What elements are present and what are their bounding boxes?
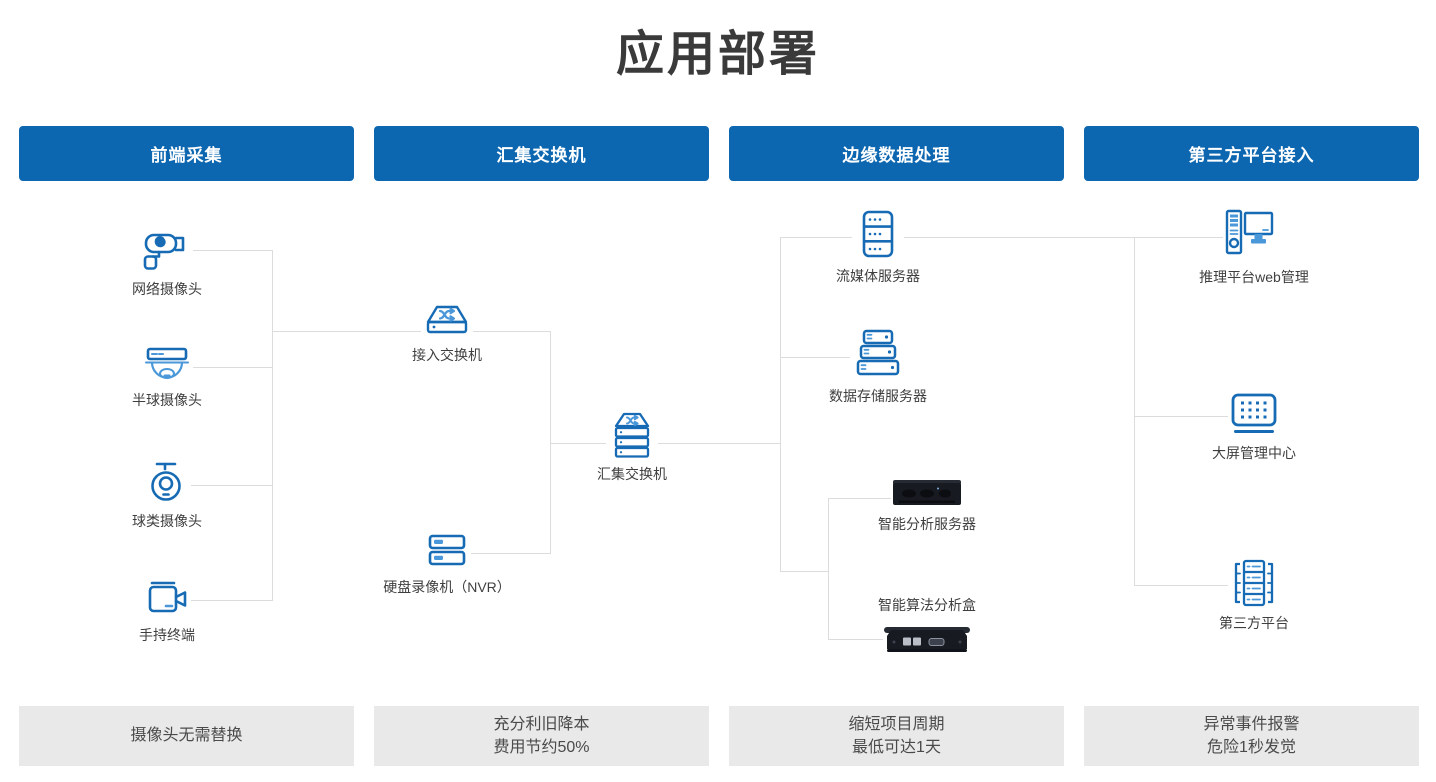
node-label: 汇集交换机 [597,466,667,482]
node-dome-camera: 半球摄像头 [97,345,237,410]
connector-line [780,571,828,572]
connector-line [191,367,272,368]
connector-line [904,237,1134,238]
dome-camera-icon [141,345,193,385]
footer-cycle-benefit: 缩短项目周期 最低可达1天 [729,706,1064,766]
connector-line [828,498,829,640]
node-label: 半球摄像头 [132,392,202,408]
connector-line [272,331,421,332]
connector-line [1134,416,1228,417]
stacked-switch-icon [606,411,658,459]
node-analysis-server: 智能分析服务器 [857,477,997,534]
connector-line [191,485,272,486]
bullet-camera-icon [141,228,193,274]
header-third-party-access: 第三方平台接入 [1084,126,1419,181]
node-label: 流媒体服务器 [836,268,920,284]
node-media-server: 流媒体服务器 [808,209,948,286]
led-screen-icon [1228,390,1280,438]
connector-line [191,600,272,601]
node-label: 推理平台web管理 [1199,269,1309,285]
footer-line: 危险1秒发觉 [1207,739,1296,756]
node-algorithm-box: 智能算法分析盒 [857,595,997,658]
node-big-screen: 大屏管理中心 [1184,390,1324,463]
rack-server-photo [891,477,963,509]
node-label: 大屏管理中心 [1212,445,1296,461]
connector-line [191,250,272,251]
footer-cost-benefit: 充分利旧降本 费用节约50% [374,706,709,766]
node-label: 手持终端 [139,627,195,643]
connector-line [780,237,781,572]
node-label: 网络摄像头 [132,281,202,297]
node-handheld-terminal: 手持终端 [97,578,237,645]
connector-line [658,443,780,444]
connector-line [471,553,550,554]
footer-line: 充分利旧降本 [493,715,590,733]
connector-line [780,357,850,358]
ptz-camera-icon [143,460,191,506]
node-label: 球类摄像头 [132,513,202,529]
connector-line [550,443,606,444]
connector-line [828,639,883,640]
node-label: 智能分析服务器 [878,516,976,532]
footer-line: 摄像头无需替换 [130,727,243,745]
connector-line [1134,237,1135,586]
node-inference-web: 推理平台web管理 [1184,208,1324,287]
node-aggregation-switch: 汇集交换机 [562,411,702,484]
footer-camera-benefit: 摄像头无需替换 [19,706,354,766]
node-label: 硬盘录像机（NVR） [383,579,511,595]
connector-line [272,250,273,601]
footer-alert-benefit: 异常事件报警 危险1秒发觉 [1084,706,1419,766]
node-label: 数据存储服务器 [829,388,927,404]
switch-icon [421,302,473,340]
connector-line [828,498,892,499]
camcorder-icon [143,578,191,620]
server-rack-icon [1228,558,1280,608]
header-front-end-collection: 前端采集 [19,126,354,181]
node-nvr: 硬盘录像机（NVR） [377,530,517,597]
storage-server-icon [850,327,906,381]
connector-line [473,331,550,332]
connector-line [1134,585,1228,586]
footer-line: 最低可达1天 [852,739,941,756]
node-storage-server: 数据存储服务器 [808,327,948,406]
node-access-switch: 接入交换机 [377,302,517,365]
node-network-camera: 网络摄像头 [97,228,237,299]
analysis-box-photo [883,620,971,658]
node-ball-camera: 球类摄像头 [97,460,237,531]
connector-line [1134,237,1224,238]
footer-line: 异常事件报警 [1203,715,1300,733]
node-label: 接入交换机 [412,347,482,363]
workstation-icon [1223,208,1285,262]
node-third-party: 第三方平台 [1184,558,1324,633]
connector-line [780,237,852,238]
node-label: 智能算法分析盒 [878,597,976,613]
node-label: 第三方平台 [1219,615,1289,631]
footer-line: 费用节约50% [493,739,590,756]
header-edge-data-processing: 边缘数据处理 [729,126,1064,181]
page-title: 应用部署 [615,28,820,81]
header-aggregation-switch: 汇集交换机 [374,126,709,181]
nvr-icon [423,530,471,572]
footer-line: 缩短项目周期 [848,715,945,733]
media-server-icon [852,209,904,261]
connector-line [550,331,551,554]
